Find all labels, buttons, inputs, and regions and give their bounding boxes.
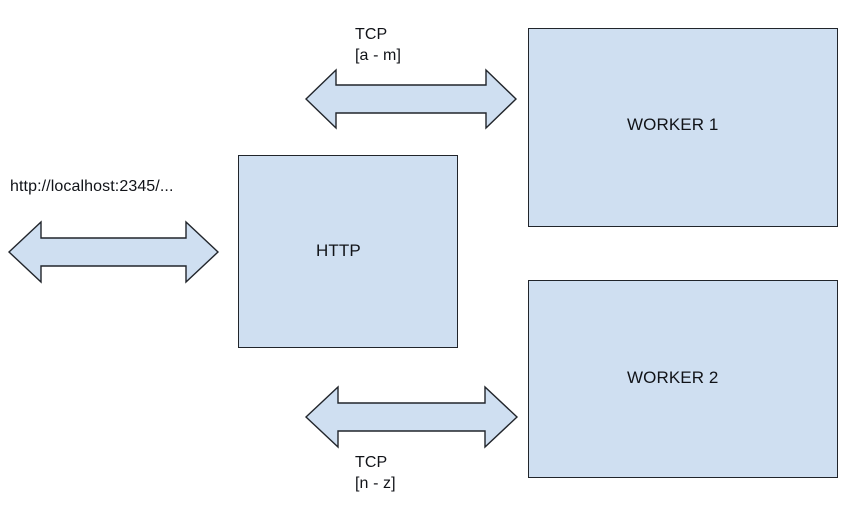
arrow-shape	[304, 68, 518, 130]
edge-label-http-worker1: TCP [a - m]	[355, 24, 401, 66]
double-arrow-horizontal-icon-client-http[interactable]	[7, 220, 220, 284]
double-arrow-horizontal-icon-http-worker2[interactable]	[304, 385, 519, 449]
node-worker2[interactable]	[528, 280, 838, 478]
node-worker2-label: WORKER 2	[627, 368, 719, 387]
double-arrow-horizontal-icon-http-worker1[interactable]	[304, 68, 518, 130]
node-worker1[interactable]	[528, 28, 838, 227]
edge-label-http-worker1-line2: [a - m]	[355, 47, 402, 64]
node-http[interactable]	[238, 155, 458, 348]
edge-label-http-worker1-line1: TCP	[355, 26, 388, 43]
edge-label-client-http-line1: http://localhost:2345/...	[10, 178, 174, 195]
edge-label-http-worker2-line2: [n - z]	[355, 475, 396, 492]
node-worker1-label: WORKER 1	[627, 115, 719, 134]
edge-label-http-worker2-line1: TCP	[355, 454, 388, 471]
node-http-label: HTTP	[316, 241, 361, 260]
edge-label-http-worker2: TCP [n - z]	[355, 452, 396, 494]
edge-label-client-http: http://localhost:2345/...	[10, 176, 174, 197]
arrow-shape	[304, 385, 519, 449]
arrow-shape	[7, 220, 220, 284]
